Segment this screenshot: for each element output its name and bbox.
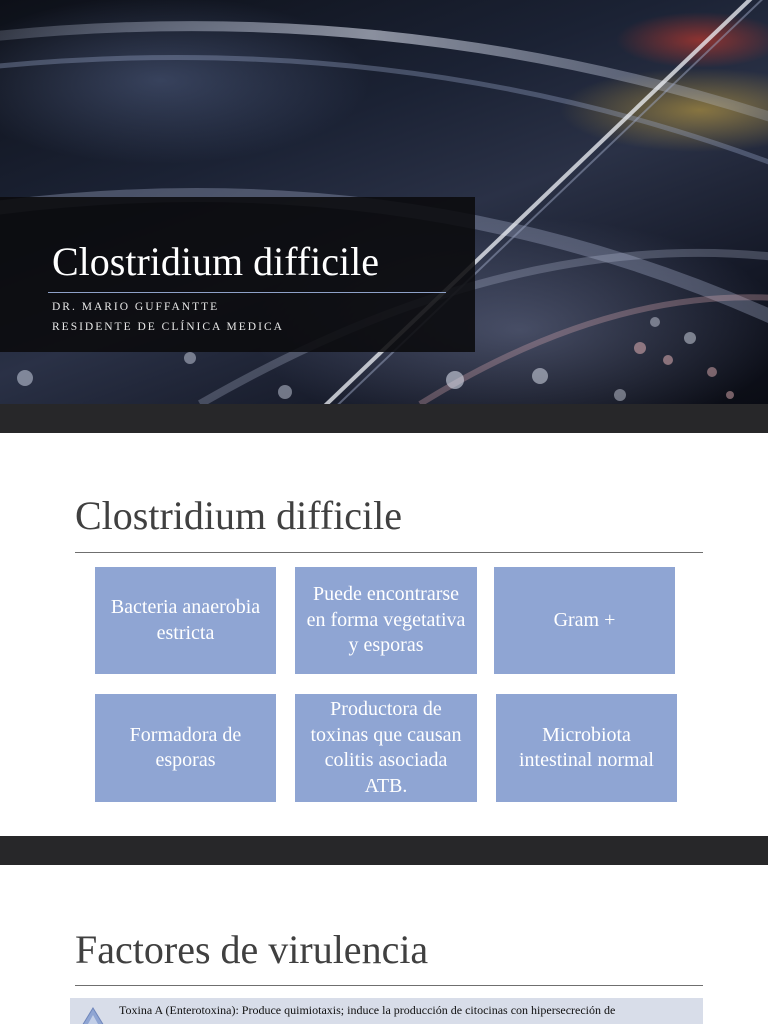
slide2-divider xyxy=(75,552,703,553)
triangle-icon xyxy=(82,1007,104,1024)
title-box xyxy=(0,197,475,352)
card-formadora-esporas: Formadora de esporas xyxy=(95,694,276,802)
cover-author: DR. MARIO GUFFANTTE xyxy=(52,301,220,313)
cover-title: Clostridium difficile xyxy=(52,239,380,284)
slide-separator xyxy=(0,836,768,865)
slide2-title: Clostridium difficile xyxy=(75,493,403,538)
slide-separator xyxy=(0,404,768,433)
card-bacteria-anaerobia: Bacteria anaerobia estricta xyxy=(95,567,276,674)
card-forma-vegetativa: Puede encontrarse en forma vegetativa y … xyxy=(295,567,477,674)
card-productora-toxinas: Productora de toxinas que causan colitis… xyxy=(295,694,477,802)
slide3-divider xyxy=(75,985,703,986)
card-microbiota: Microbiota intestinal normal xyxy=(496,694,677,802)
toxin-a-callout: Toxina A (Enterotoxina): Produce quimiot… xyxy=(70,998,703,1024)
callout-text: Toxina A (Enterotoxina): Produce quimiot… xyxy=(119,1003,616,1017)
cover-slide: Clostridium difficile DR. MARIO GUFFANTT… xyxy=(0,0,768,404)
title-divider xyxy=(48,292,446,293)
cover-role: RESIDENTE DE CLÍNICA MEDICA xyxy=(52,321,284,333)
card-gram-positive: Gram + xyxy=(494,567,675,674)
slide3-title: Factores de virulencia xyxy=(75,927,429,972)
